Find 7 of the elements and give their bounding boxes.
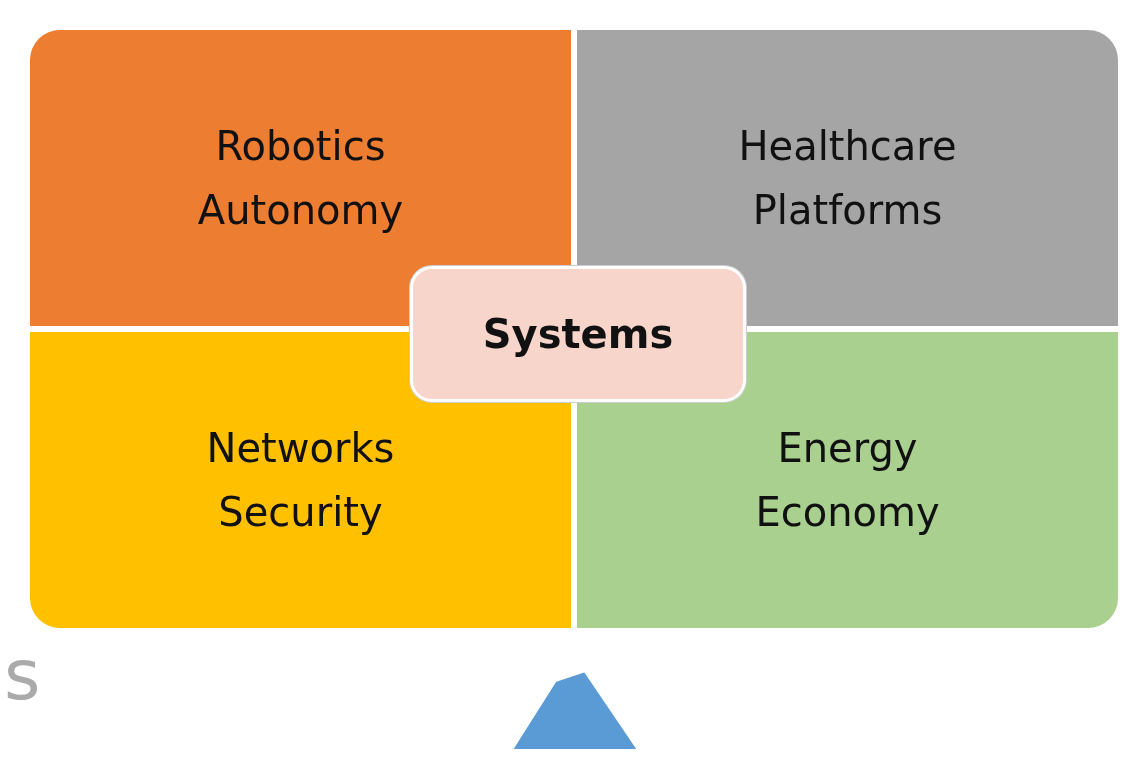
center-box [410, 266, 746, 402]
node-text: Networks Security [205, 424, 396, 537]
node-text: Energy Economy [754, 424, 941, 537]
letter-fragment: s [4, 640, 41, 710]
node-text: Systems [482, 311, 674, 357]
node-text: Robotics Autonomy [196, 122, 405, 235]
node-text: Healthcare Platforms [737, 122, 958, 235]
